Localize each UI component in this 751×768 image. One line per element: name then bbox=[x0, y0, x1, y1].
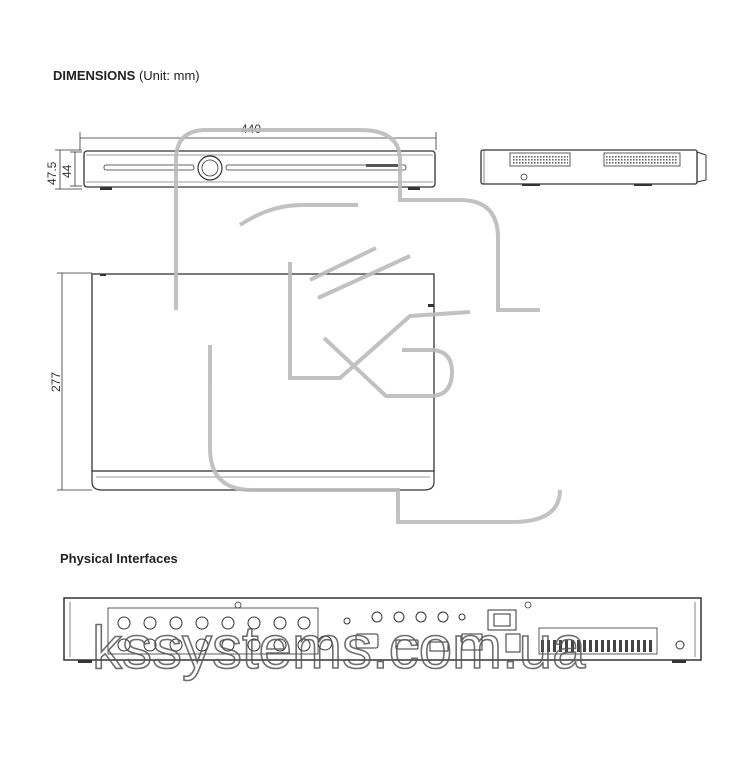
physical-interfaces-heading: Physical Interfaces bbox=[60, 551, 178, 566]
top-view bbox=[57, 272, 435, 491]
dimensions-title: DIMENSIONS bbox=[53, 68, 136, 83]
side-view bbox=[480, 149, 707, 186]
height-outer-dimension-label: 47.5 bbox=[45, 161, 59, 185]
dimensions-heading: DIMENSIONS (Unit: mm) bbox=[53, 68, 200, 83]
rear-panel bbox=[63, 597, 702, 663]
watermark-logo bbox=[174, 128, 562, 524]
depth-dimension-label: 277 bbox=[49, 372, 63, 392]
terminal-pins bbox=[541, 640, 655, 652]
watermark-text: kssystems.com.ua bbox=[92, 614, 586, 681]
dimensions-unit: (Unit: mm) bbox=[138, 68, 200, 83]
front-view bbox=[55, 132, 437, 190]
height-inner-dimension-label: 44 bbox=[60, 164, 74, 178]
vent-grille bbox=[512, 155, 678, 164]
